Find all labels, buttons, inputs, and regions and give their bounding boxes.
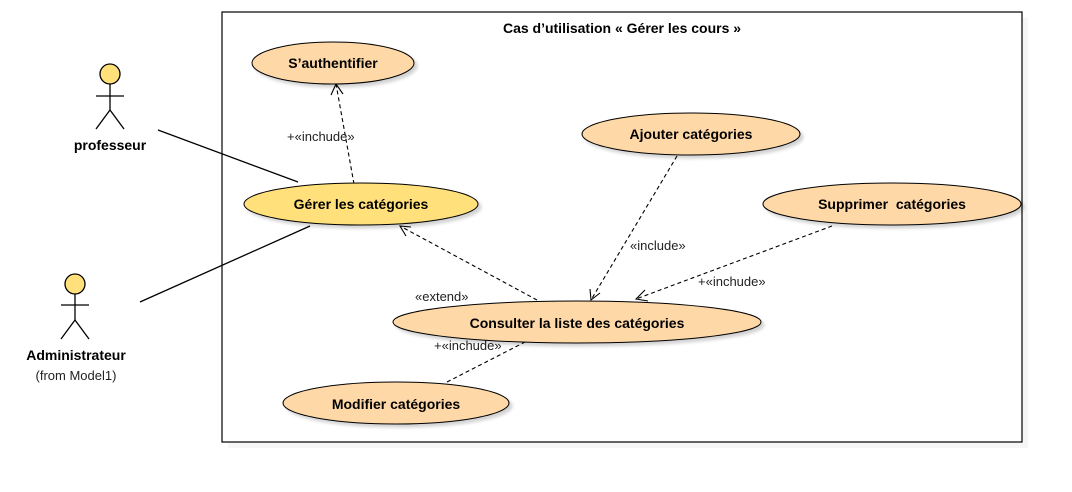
label-include-modifier: +«inchude» bbox=[434, 338, 502, 353]
use-case-ajouter-categories[interactable]: Ajouter catégories bbox=[581, 112, 801, 156]
use-case-label: Modifier catégories bbox=[332, 396, 461, 412]
actor-professeur[interactable]: professeur bbox=[74, 63, 147, 153]
label-include-ajouter: «include» bbox=[630, 238, 686, 253]
include-arrow-modifier-consulter[interactable] bbox=[446, 340, 528, 383]
use-case-label: Gérer les catégories bbox=[294, 196, 429, 212]
use-case-label: Supprimer catégories bbox=[818, 196, 966, 212]
use-case-modifier-categories[interactable]: Modifier catégories bbox=[282, 381, 510, 425]
use-case-consulter-liste[interactable]: Consulter la liste des catégories bbox=[392, 300, 762, 344]
stick-figure-icon bbox=[60, 273, 90, 340]
use-case-authentifier[interactable]: S’authentifier bbox=[251, 41, 415, 85]
system-title: Cas d’utilisation « Gérer les cours » bbox=[503, 20, 741, 36]
label-include-authentifier: +«inchude» bbox=[287, 129, 355, 144]
use-case-label: Consulter la liste des catégories bbox=[470, 315, 685, 331]
use-case-label: Ajouter catégories bbox=[630, 126, 753, 142]
actor-note: (from Model1) bbox=[36, 368, 117, 383]
use-case-label: S’authentifier bbox=[288, 55, 378, 71]
stick-figure-icon bbox=[95, 63, 125, 130]
actor-name: Administrateur bbox=[26, 347, 126, 363]
association-professeur-gerer[interactable] bbox=[157, 129, 299, 183]
label-extend-gerer: «extend» bbox=[415, 289, 469, 304]
label-include-supprimer: +«inchude» bbox=[698, 274, 766, 289]
association-administrateur-gerer[interactable] bbox=[139, 225, 311, 303]
extend-arrow-consulter-gerer[interactable] bbox=[399, 225, 538, 301]
actor-name: professeur bbox=[74, 137, 147, 153]
use-case-gerer-categories[interactable]: Gérer les catégories bbox=[243, 182, 479, 226]
include-arrow-gerer-authentifier[interactable] bbox=[335, 83, 355, 185]
actor-administrateur[interactable]: Administrateur (from Model1) bbox=[26, 273, 126, 383]
use-case-supprimer-categories[interactable]: Supprimer catégories bbox=[762, 182, 1022, 226]
